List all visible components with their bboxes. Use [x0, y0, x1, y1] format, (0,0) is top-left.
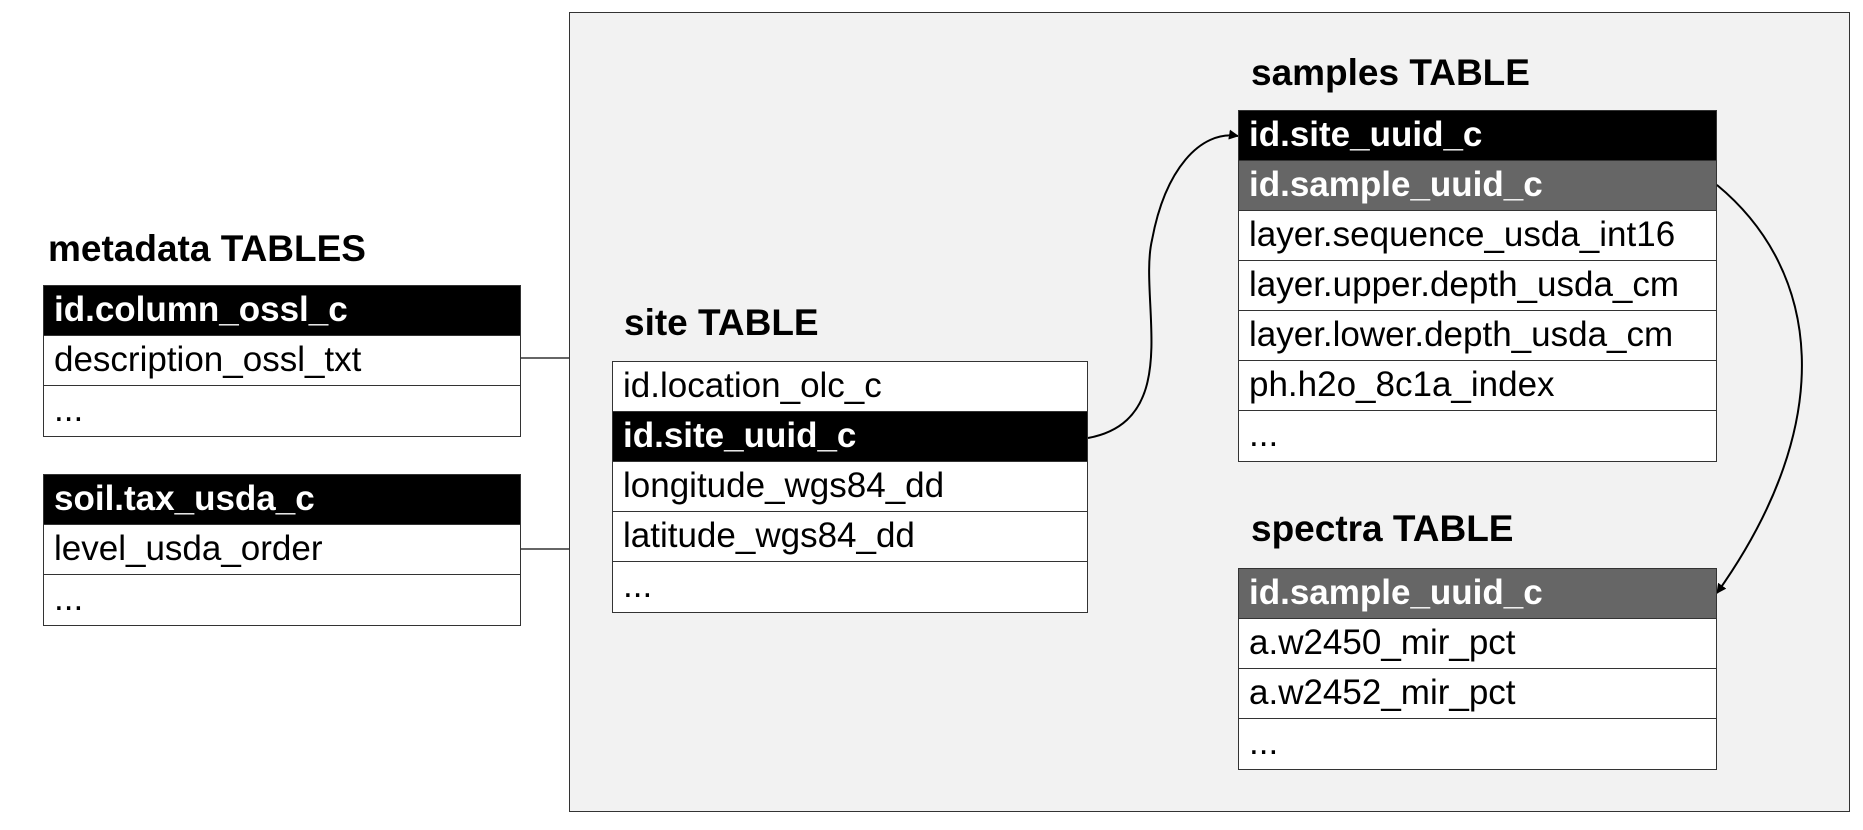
table-row: layer.sequence_usda_int16: [1239, 211, 1716, 261]
samples-spectra-relation: [1706, 175, 1803, 594]
table-row: layer.lower.depth_usda_cm: [1239, 311, 1716, 361]
table-row: id.site_uuid_c: [613, 412, 1087, 462]
spectra-table-title: spectra TABLE: [1251, 508, 1514, 549]
table-row: longitude_wgs84_dd: [613, 462, 1087, 512]
table-row: ...: [54, 390, 84, 429]
table-row: id.sample_uuid_c: [1239, 161, 1716, 211]
table-row: description_ossl_txt: [44, 336, 520, 386]
table-row: ...: [1249, 723, 1279, 762]
table-row: ph.h2o_8c1a_index: [1239, 361, 1716, 411]
site-samples-relation: [1078, 129, 1239, 445]
table-row: id.location_olc_c: [613, 362, 1087, 412]
table-row: ...: [1249, 415, 1279, 454]
table-row: id.site_uuid_c: [1239, 111, 1716, 161]
site-table-title: site TABLE: [624, 302, 819, 343]
metadata-tables-title: metadata TABLES: [48, 228, 366, 269]
table-row: a.w2450_mir_pct: [1239, 619, 1716, 669]
table-row: id.column_ossl_c: [44, 286, 520, 336]
table-row: a.w2452_mir_pct: [1239, 669, 1716, 719]
table-row: ...: [54, 579, 84, 618]
table-row: latitude_wgs84_dd: [613, 512, 1087, 562]
table-row: id.sample_uuid_c: [1239, 569, 1716, 619]
table-row: soil.tax_usda_c: [44, 475, 520, 525]
table-row: layer.upper.depth_usda_cm: [1239, 261, 1716, 311]
table-row: level_usda_order: [44, 525, 520, 575]
samples-table-title: samples TABLE: [1251, 52, 1530, 93]
table-row: ...: [623, 566, 653, 605]
